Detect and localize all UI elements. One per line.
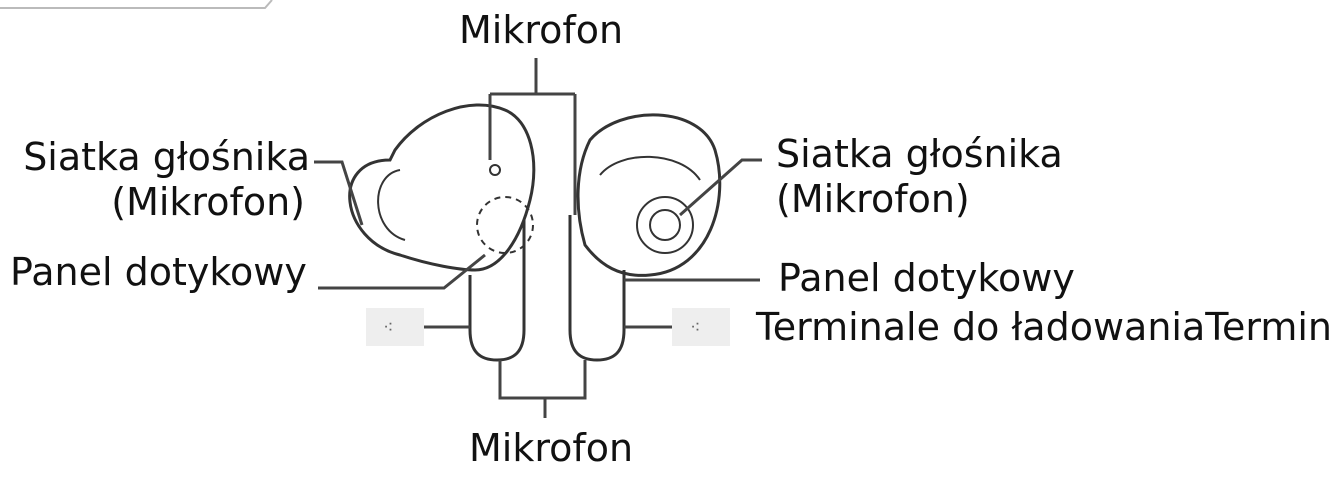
left-terminal-pad [366,308,424,346]
label-mic-top: Mikrofon [459,8,624,52]
label-left-touch-panel: Panel dotykowy [10,250,307,294]
label-right-touch-panel: Panel dotykowy [778,256,1075,300]
svg-text:⁖: ⁖ [690,317,701,338]
label-mic-bottom: Mikrofon [469,426,634,470]
label-right-terminal: Terminale do ładowaniaTermina [756,305,1332,349]
label-left-mesh-line1: Siatka głośnika [23,135,310,179]
svg-text:⁖: ⁖ [383,317,394,338]
right-earbud [568,113,722,362]
corner-mark [0,0,273,9]
label-left-mesh-line2: (Mikrofon) [111,180,305,224]
label-right-mesh-line1: Siatka głośnika [776,132,1063,176]
right-terminal-pad [672,308,730,346]
left-earbud [348,103,536,362]
leader-lines [314,58,762,418]
label-right-mesh-line2: (Mikrofon) [776,177,970,221]
